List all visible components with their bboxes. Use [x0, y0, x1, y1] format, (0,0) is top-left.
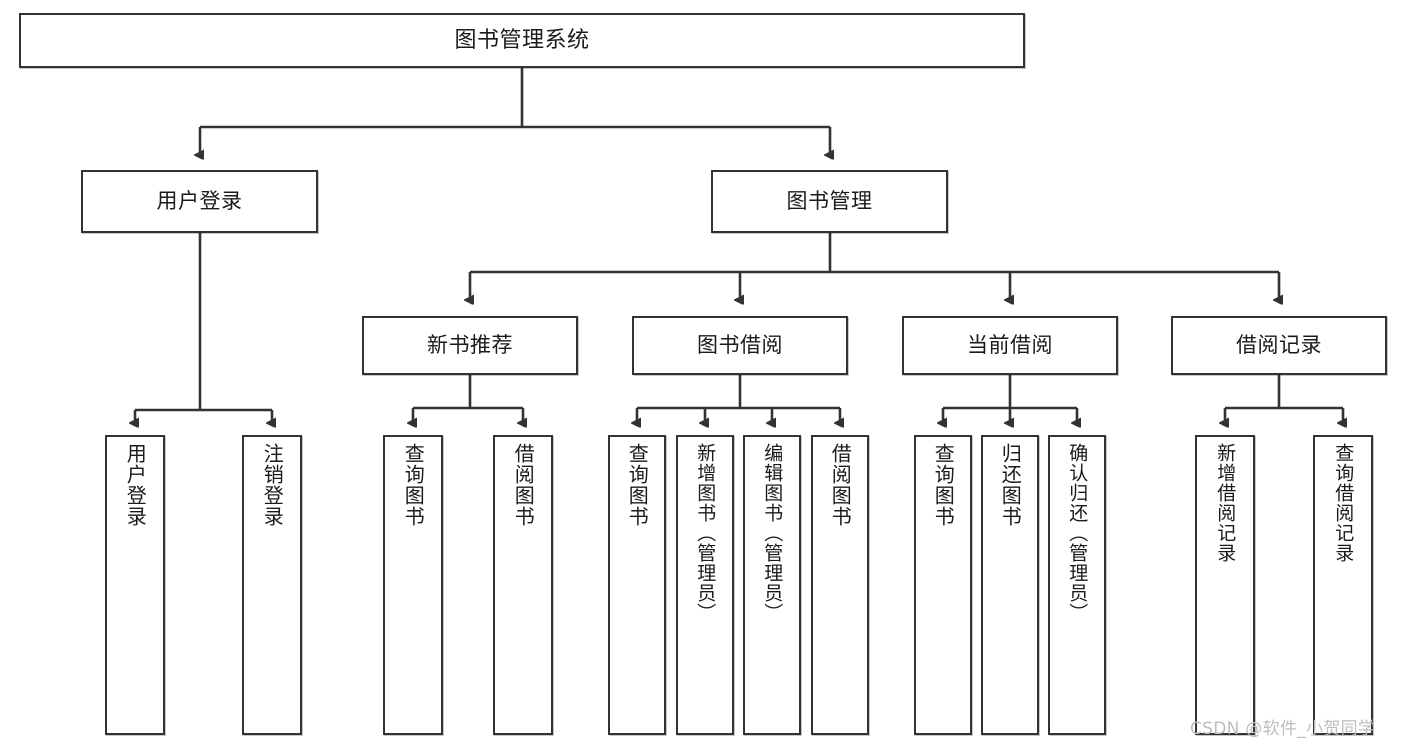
- node-book-manage[interactable]: 图书管理: [711, 170, 948, 233]
- node-leaf-user-login[interactable]: 用户登录: [105, 435, 165, 735]
- node-leaf-borrow-book-1-label: 借阅图书: [511, 443, 536, 527]
- node-leaf-user-login-label: 用户登录: [123, 443, 148, 527]
- node-leaf-query-book-1-label: 查询图书: [401, 443, 426, 527]
- node-book-borrow[interactable]: 图书借阅: [632, 316, 848, 375]
- node-leaf-query-book-2[interactable]: 查询图书: [608, 435, 666, 735]
- node-leaf-query-record[interactable]: 查询借阅记录: [1313, 435, 1373, 735]
- node-leaf-add-book-label: 新增图书（管理员）: [694, 443, 717, 623]
- node-new-book-rec-label: 新书推荐: [427, 333, 513, 358]
- node-leaf-confirm-return[interactable]: 确认归还（管理员）: [1048, 435, 1106, 735]
- node-root-label: 图书管理系统: [454, 27, 590, 53]
- node-leaf-borrow-book-2[interactable]: 借阅图书: [811, 435, 869, 735]
- node-leaf-return-book-label: 归还图书: [998, 443, 1023, 527]
- node-root[interactable]: 图书管理系统: [19, 13, 1025, 68]
- node-leaf-add-record-label: 新增借阅记录: [1214, 443, 1237, 563]
- node-user-login[interactable]: 用户登录: [81, 170, 318, 233]
- node-new-book-rec[interactable]: 新书推荐: [362, 316, 578, 375]
- node-leaf-add-record[interactable]: 新增借阅记录: [1195, 435, 1255, 735]
- node-leaf-query-book-2-label: 查询图书: [625, 443, 650, 527]
- node-leaf-borrow-book-1[interactable]: 借阅图书: [493, 435, 553, 735]
- node-leaf-edit-book[interactable]: 编辑图书（管理员）: [743, 435, 801, 735]
- node-book-manage-label: 图书管理: [786, 189, 873, 214]
- node-leaf-logout[interactable]: 注销登录: [242, 435, 302, 735]
- node-leaf-add-book[interactable]: 新增图书（管理员）: [676, 435, 734, 735]
- node-leaf-edit-book-label: 编辑图书（管理员）: [761, 443, 784, 623]
- node-leaf-query-book-3-label: 查询图书: [931, 443, 956, 527]
- node-current-borrow-label: 当前借阅: [967, 333, 1053, 358]
- node-leaf-query-book-1[interactable]: 查询图书: [383, 435, 443, 735]
- node-leaf-logout-label: 注销登录: [260, 443, 285, 527]
- node-leaf-return-book[interactable]: 归还图书: [981, 435, 1039, 735]
- watermark-text: CSDN @软件_小贺同学: [1190, 719, 1376, 739]
- node-user-login-label: 用户登录: [156, 189, 243, 214]
- node-leaf-borrow-book-2-label: 借阅图书: [828, 443, 853, 527]
- node-borrow-record-label: 借阅记录: [1236, 333, 1322, 358]
- node-book-borrow-label: 图书借阅: [697, 333, 783, 358]
- node-borrow-record[interactable]: 借阅记录: [1171, 316, 1387, 375]
- node-leaf-query-book-3[interactable]: 查询图书: [914, 435, 972, 735]
- node-leaf-query-record-label: 查询借阅记录: [1332, 443, 1355, 563]
- node-leaf-confirm-return-label: 确认归还（管理员）: [1066, 443, 1089, 623]
- node-current-borrow[interactable]: 当前借阅: [902, 316, 1118, 375]
